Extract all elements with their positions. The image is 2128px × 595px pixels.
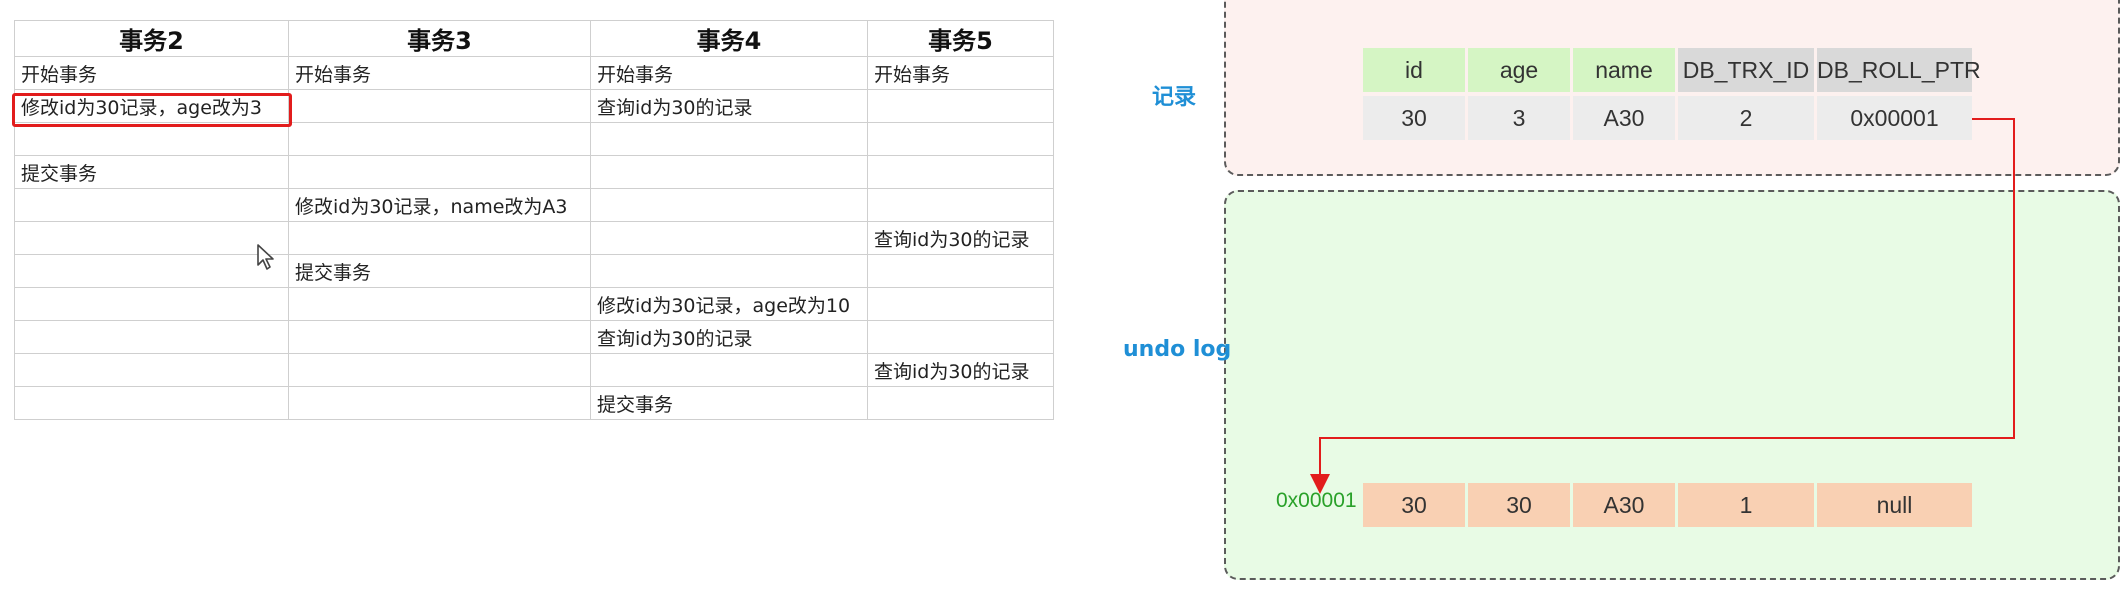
record-header-age: age [1468,48,1570,92]
undo-value-age: 30 [1468,483,1570,527]
record-header-roll-ptr: DB_ROLL_PTR [1817,48,1981,92]
table-row: 修改id为30记录，name改为A3 [14,188,1054,222]
table-cell [14,386,289,420]
table-row: 提交事务 [14,155,1054,189]
table-cell [590,188,868,222]
table-cell [867,122,1054,156]
table-cell [590,221,868,255]
table-cell: 修改id为30记录，age改为10 [590,287,868,321]
table-cell [14,353,289,387]
highlight-box [12,93,292,127]
table-cell: 开始事务 [14,56,289,90]
table-row: 查询id为30的记录 [14,353,1054,387]
record-value-trx-id: 2 [1678,96,1814,140]
table-row: 查询id为30的记录 [14,221,1054,255]
table-cell [288,386,591,420]
record-value-name: A30 [1573,96,1675,140]
header-txn4: 事务4 [590,20,868,57]
table-row: 开始事务开始事务开始事务开始事务 [14,56,1054,90]
table-cell [590,122,868,156]
header-txn2: 事务2 [14,20,289,57]
table-cell: 查询id为30的记录 [590,89,868,123]
record-value-roll-ptr: 0x00001 [1817,96,1972,140]
table-cell [288,221,591,255]
undo-value-name: A30 [1573,483,1675,527]
record-label: 记录 [1152,85,1197,110]
table-row: 修改id为30记录，age改为10 [14,287,1054,321]
table-cell: 开始事务 [867,56,1054,90]
undo-value-trx-id: 1 [1678,483,1814,527]
table-row: 提交事务 [14,386,1054,420]
table-cell: 提交事务 [288,254,591,288]
table-cell [14,122,289,156]
table-header-row: 事务2 事务3 事务4 事务5 [14,20,1054,57]
undo-value-roll-ptr: null [1817,483,1972,527]
table-cell [14,221,289,255]
table-cell [288,320,591,354]
record-header-trx-id: DB_TRX_ID [1678,48,1814,92]
table-cell [590,353,868,387]
table-cell [867,188,1054,222]
table-cell [867,254,1054,288]
table-cell: 开始事务 [288,56,591,90]
table-cell [867,155,1054,189]
undo-address-label: 0x00001 [1276,489,1357,512]
record-header-name: name [1573,48,1675,92]
table-row: 提交事务 [14,254,1054,288]
table-cell [14,287,289,321]
table-cell [867,320,1054,354]
table-cell: 查询id为30的记录 [867,353,1054,387]
undo-value-id: 30 [1363,483,1465,527]
table-cell: 查询id为30的记录 [867,221,1054,255]
table-cell [288,287,591,321]
mouse-cursor-icon [257,244,274,270]
table-cell [14,188,289,222]
table-cell [288,122,591,156]
table-row [14,122,1054,156]
record-header-id: id [1363,48,1465,92]
table-cell [867,287,1054,321]
table-cell [867,89,1054,123]
table-cell [288,155,591,189]
table-cell: 查询id为30的记录 [590,320,868,354]
table-cell [590,155,868,189]
table-cell: 提交事务 [590,386,868,420]
table-cell [14,254,289,288]
record-value-id: 30 [1363,96,1465,140]
header-txn3: 事务3 [288,20,591,57]
table-cell [288,353,591,387]
undo-log-label: undo log [1123,337,1232,362]
table-cell: 提交事务 [14,155,289,189]
record-value-age: 3 [1468,96,1570,140]
table-cell: 开始事务 [590,56,868,90]
header-txn5: 事务5 [867,20,1054,57]
table-row: 查询id为30的记录 [14,320,1054,354]
table-cell [14,320,289,354]
table-cell [288,89,591,123]
transaction-table: 事务2 事务3 事务4 事务5 开始事务开始事务开始事务开始事务修改id为30记… [14,20,1054,420]
table-cell: 修改id为30记录，name改为A3 [288,188,591,222]
table-cell [590,254,868,288]
table-cell [867,386,1054,420]
